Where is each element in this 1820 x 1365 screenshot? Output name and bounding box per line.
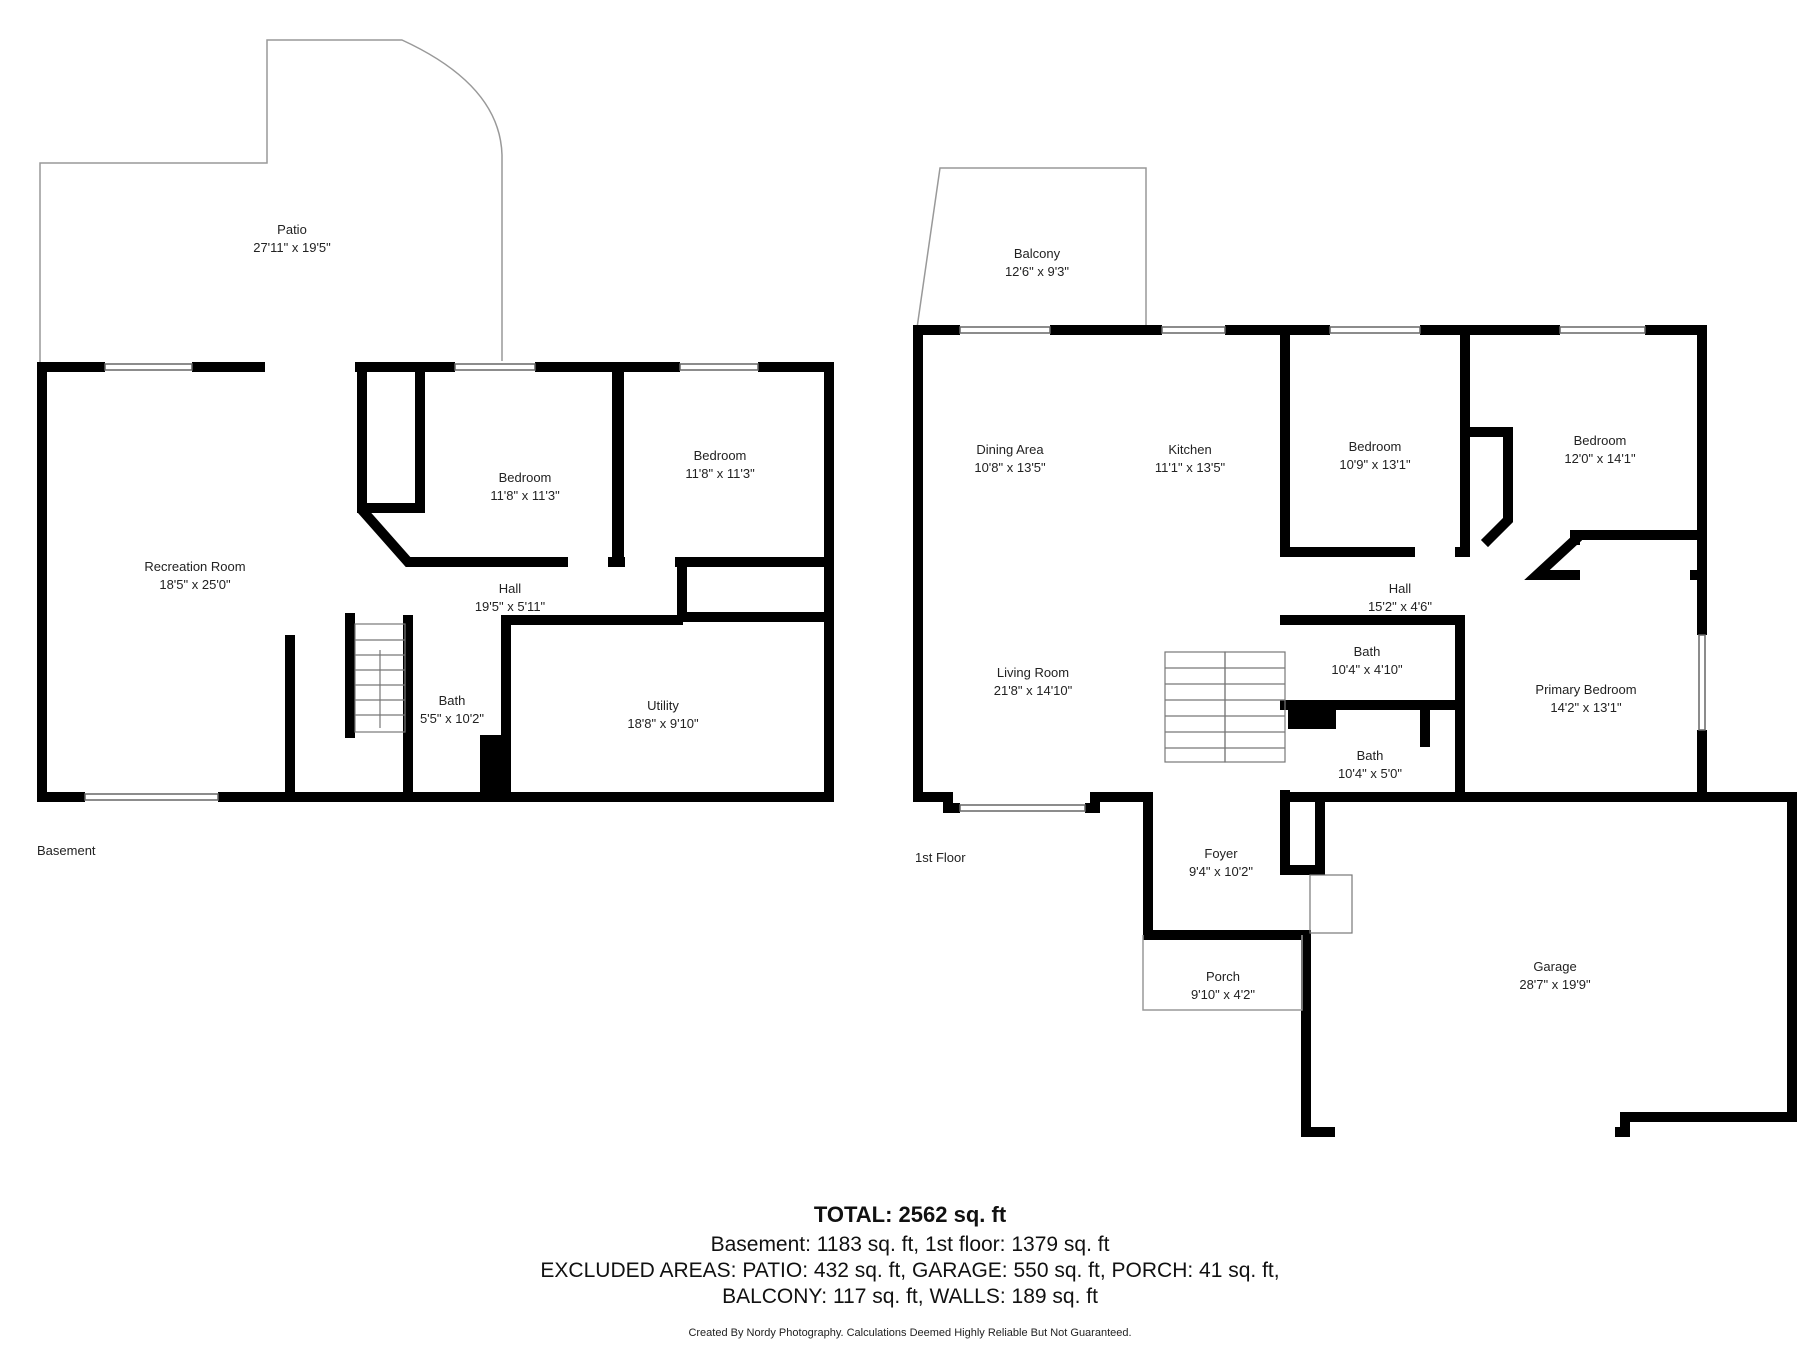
room-dims-bath-basement: 5'5" x 10'2" [420, 711, 484, 726]
basement-outer-wall [37, 362, 834, 802]
room-name-living-room: Living Room [997, 665, 1069, 680]
room-name-bath-basement: Bath [439, 693, 466, 708]
room-name-kitchen: Kitchen [1168, 442, 1211, 457]
patio-outline [39, 39, 503, 368]
room-dims-bedroom-3: 10'9" x 13'1" [1339, 457, 1411, 472]
room-name-bedroom-1: Bedroom [499, 470, 552, 485]
basement-plan: Patio 27'11" x 19'5" Recreation Room 18'… [37, 39, 834, 858]
room-dims-patio: 27'11" x 19'5" [253, 240, 331, 255]
room-dims-foyer: 9'4" x 10'2" [1189, 864, 1253, 879]
first-floor-chimney [1288, 707, 1336, 729]
room-dims-bedroom-4: 12'0" x 14'1" [1564, 451, 1636, 466]
room-name-balcony: Balcony [1014, 246, 1061, 261]
room-name-bedroom-2: Bedroom [694, 448, 747, 463]
room-name-garage: Garage [1533, 959, 1576, 974]
room-dims-kitchen: 11'1" x 13'5" [1155, 460, 1226, 475]
disclaimer-footer: Created By Nordy Photography. Calculatio… [688, 1327, 1132, 1339]
room-name-hall-basement: Hall [499, 581, 522, 596]
room-dims-dining-area: 10'8" x 13'5" [974, 460, 1046, 475]
room-name-recreation-room: Recreation Room [144, 559, 245, 574]
room-name-bath-2: Bath [1357, 748, 1384, 763]
room-name-dining-area: Dining Area [976, 442, 1044, 457]
room-dims-balcony: 12'6" x 9'3" [1005, 264, 1069, 279]
room-dims-utility: 18'8" x 9'10" [627, 716, 699, 731]
room-name-foyer: Foyer [1204, 846, 1238, 861]
first-floor-interior-walls [1143, 325, 1797, 1137]
room-dims-hall-basement: 19'5" x 5'11" [475, 599, 546, 614]
excluded-areas-line-1: EXCLUDED AREAS: PATIO: 432 sq. ft, GARAG… [540, 1259, 1280, 1282]
room-name-hall-first-floor: Hall [1389, 581, 1412, 596]
room-dims-living-room: 21'8" x 14'10" [994, 683, 1073, 698]
room-dims-porch: 9'10" x 4'2" [1191, 987, 1255, 1002]
room-dims-bedroom-1: 11'8" x 11'3" [490, 488, 560, 503]
floor-label-basement: Basement [37, 843, 96, 858]
excluded-areas-line-2: BALCONY: 117 sq. ft, WALLS: 189 sq. ft [722, 1285, 1098, 1308]
balcony-outline [916, 167, 1147, 329]
porch-outline [1142, 935, 1303, 1011]
room-name-patio: Patio [277, 222, 307, 237]
basement-chimney [480, 735, 505, 795]
room-name-primary-bedroom: Primary Bedroom [1535, 682, 1636, 697]
room-dims-bath-1: 10'4" x 4'10" [1331, 662, 1403, 677]
room-dims-recreation-room: 18'5" x 25'0" [159, 577, 231, 592]
first-floor-outer-wall [913, 325, 1707, 940]
room-dims-primary-bedroom: 14'2" x 13'1" [1550, 700, 1622, 715]
room-dims-hall-first-floor: 15'2" x 4'6" [1368, 599, 1432, 614]
room-name-bedroom-3: Bedroom [1349, 439, 1402, 454]
first-floor-stairs [1164, 651, 1353, 934]
basement-interior-walls [285, 362, 824, 802]
total-area: TOTAL: 2562 sq. ft [813, 1202, 1007, 1227]
floor-areas: Basement: 1183 sq. ft, 1st floor: 1379 s… [710, 1233, 1110, 1256]
room-dims-garage: 28'7" x 19'9" [1519, 977, 1591, 992]
room-name-bath-1: Bath [1354, 644, 1381, 659]
room-name-porch: Porch [1206, 969, 1240, 984]
floor-label-first-floor: 1st Floor [915, 850, 966, 865]
room-dims-bath-2: 10'4" x 5'0" [1338, 766, 1402, 781]
first-floor-plan: Balcony 12'6" x 9'3" Dining Area 10'8" x… [913, 167, 1797, 1138]
room-name-bedroom-4: Bedroom [1574, 433, 1627, 448]
room-name-utility: Utility [647, 698, 679, 713]
room-dims-bedroom-2: 11'8" x 11'3" [685, 466, 755, 481]
basement-stairs [354, 623, 406, 733]
